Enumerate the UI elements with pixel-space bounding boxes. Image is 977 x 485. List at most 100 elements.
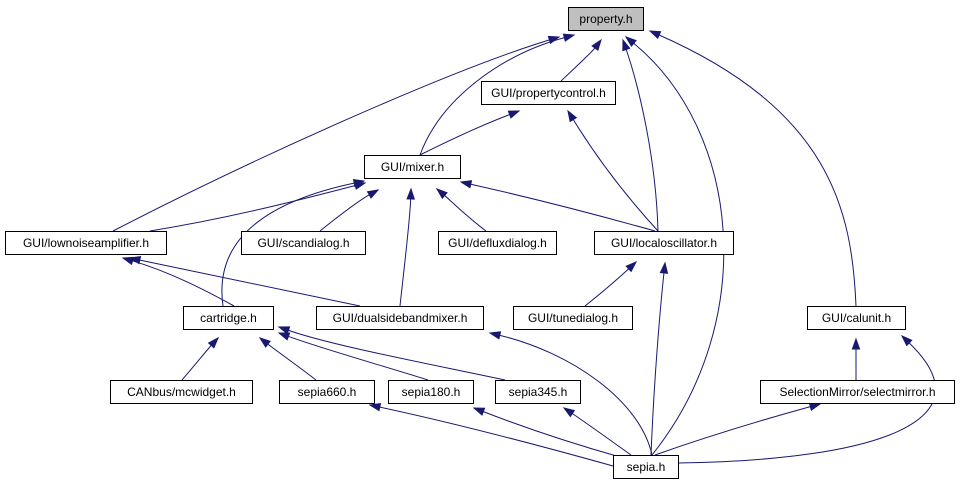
edge-sepia180-to-cartridge: [287, 335, 429, 381]
node-sepia180[interactable]: sepia180.h: [388, 380, 474, 404]
node-box-tunedialog[interactable]: [513, 306, 633, 330]
arrowhead-sepia-to-dualsidebandmixer: [488, 331, 502, 340]
arrowhead-defluxdialog-to-mixer: [435, 188, 448, 200]
node-label-lownoiseamplifier: GUI/lownoiseamplifier.h: [23, 236, 149, 250]
edge-sepia660-to-cartridge: [266, 343, 317, 381]
node-box-cartridge[interactable]: [183, 306, 274, 330]
node-label-dualsidebandmixer: GUI/dualsidebandmixer.h: [333, 311, 468, 325]
edge-sepia-to-localoscillator: [650, 271, 665, 456]
edge-scandialog-to-mixer: [319, 193, 371, 232]
edge-mixer-to-propertycontrol: [419, 113, 511, 156]
arrowhead-mixer-to-propertycontrol: [507, 110, 521, 119]
arrowhead-dualsidebandmixer-to-lownoiseamplifier: [128, 255, 142, 265]
edge-sepia-to-calunit: [677, 341, 936, 464]
node-box-sepia660[interactable]: [279, 380, 375, 404]
node-label-selectmirror: SelectionMirror/selectmirror.h: [779, 385, 935, 399]
node-box-sepia[interactable]: [613, 455, 679, 479]
arrowhead-localoscillator-to-property: [622, 38, 631, 52]
node-box-selectmirror[interactable]: [760, 380, 955, 404]
node-box-dualsidebandmixer[interactable]: [316, 306, 484, 330]
edge-sepia345-to-cartridge: [287, 329, 506, 381]
node-dualsidebandmixer[interactable]: GUI/dualsidebandmixer.h: [316, 306, 484, 330]
node-box-sepia180[interactable]: [388, 380, 474, 404]
edge-sepia-to-sepia345: [571, 412, 632, 456]
edge-sepia-to-property: [632, 42, 725, 456]
arrowhead-propertycontrol-to-property: [591, 38, 602, 51]
node-label-sepia345: sepia345.h: [509, 385, 568, 399]
node-tunedialog[interactable]: GUI/tunedialog.h: [513, 306, 633, 330]
node-defluxdialog[interactable]: GUI/defluxdialog.h: [438, 231, 557, 255]
edges-layer: [112, 30, 936, 467]
edge-localoscillator-to-mixer: [469, 183, 656, 232]
node-box-property[interactable]: [568, 7, 644, 31]
edge-mixer-to-property: [419, 36, 566, 156]
node-box-localoscillator[interactable]: [594, 231, 734, 255]
arrowhead-sepia-to-selectmirror: [808, 402, 822, 411]
node-sepia660[interactable]: sepia660.h: [279, 380, 375, 404]
node-box-lownoiseamplifier[interactable]: [5, 231, 167, 255]
edge-calunit-to-property: [658, 34, 857, 307]
arrowhead-sepia-to-sepia660: [368, 402, 382, 412]
node-sepia[interactable]: sepia.h: [613, 455, 679, 479]
arrowhead-tunedialog-to-localoscillator: [625, 260, 638, 273]
node-label-property: property.h: [579, 12, 632, 26]
arrowhead-lownoiseamplifier-to-property: [547, 35, 561, 45]
node-label-propertycontrol: GUI/propertycontrol.h: [491, 86, 606, 100]
node-label-cartridge: cartridge.h: [200, 311, 257, 325]
node-sepia345[interactable]: sepia345.h: [495, 380, 581, 404]
node-box-propertycontrol[interactable]: [481, 81, 616, 105]
arrowhead-sepia-to-sepia345: [562, 407, 576, 418]
node-property[interactable]: property.h: [568, 7, 644, 31]
arrowhead-dualsidebandmixer-to-mixer: [406, 187, 415, 200]
arrowhead-selectmirror-to-calunit: [851, 337, 861, 350]
edge-dualsidebandmixer-to-mixer: [399, 197, 412, 307]
node-label-sepia180: sepia180.h: [402, 385, 461, 399]
node-box-sepia345[interactable]: [495, 380, 581, 404]
edge-lownoiseamplifier-to-property: [112, 39, 551, 232]
edge-cartridge-to-lownoiseamplifier: [131, 260, 235, 307]
node-label-sepia: sepia.h: [627, 460, 666, 474]
edge-defluxdialog-to-mixer: [443, 194, 487, 232]
node-cartridge[interactable]: cartridge.h: [183, 306, 274, 330]
edge-sepia-to-sepia180: [482, 410, 621, 458]
node-propertycontrol[interactable]: GUI/propertycontrol.h: [481, 81, 616, 105]
node-lownoiseamplifier[interactable]: GUI/lownoiseamplifier.h: [5, 231, 167, 255]
node-selectmirror[interactable]: SelectionMirror/selectmirror.h: [760, 380, 955, 404]
edge-sepia-to-selectmirror: [654, 405, 812, 456]
arrowhead-sepia-to-property: [624, 36, 637, 47]
node-localoscillator[interactable]: GUI/localoscillator.h: [594, 231, 734, 255]
edge-localoscillator-to-property: [625, 48, 659, 232]
node-label-sepia660: sepia660.h: [298, 385, 357, 399]
node-label-mcwidget: CANbus/mcwidget.h: [127, 385, 236, 399]
arrowhead-sepia345-to-cartridge: [277, 326, 291, 335]
arrowhead-localoscillator-to-propertycontrol: [567, 109, 578, 123]
edge-tunedialog-to-localoscillator: [584, 267, 630, 307]
arrowhead-sepia-to-localoscillator: [659, 261, 669, 274]
node-box-mcwidget[interactable]: [110, 380, 253, 404]
edge-sepia-to-sepia660: [378, 406, 614, 467]
node-label-calunit: GUI/calunit.h: [822, 311, 891, 325]
node-calunit[interactable]: GUI/calunit.h: [807, 306, 906, 330]
node-label-mixer: GUI/mixer.h: [381, 160, 444, 174]
node-box-calunit[interactable]: [807, 306, 906, 330]
node-mixer[interactable]: GUI/mixer.h: [364, 155, 461, 179]
arrowhead-sepia-to-sepia180: [472, 407, 486, 416]
arrowhead-mcwidget-to-cartridge: [207, 336, 219, 349]
node-label-tunedialog: GUI/tunedialog.h: [528, 311, 618, 325]
edge-propertycontrol-to-property: [560, 46, 596, 82]
node-label-defluxdialog: GUI/defluxdialog.h: [448, 236, 547, 250]
edge-mcwidget-to-cartridge: [181, 344, 213, 381]
node-box-defluxdialog[interactable]: [438, 231, 557, 255]
node-scandialog[interactable]: GUI/scandialog.h: [241, 231, 366, 255]
edge-localoscillator-to-propertycontrol: [572, 118, 659, 232]
edge-lownoiseamplifier-to-mixer: [149, 184, 357, 232]
node-box-mixer[interactable]: [364, 155, 461, 179]
node-mcwidget[interactable]: CANbus/mcwidget.h: [110, 380, 253, 404]
arrowhead-sepia180-to-cartridge: [277, 332, 291, 341]
node-box-scandialog[interactable]: [241, 231, 366, 255]
edge-dualsidebandmixer-to-lownoiseamplifier: [138, 259, 361, 307]
edge-sepia-to-dualsidebandmixer: [498, 334, 653, 456]
arrowhead-sepia660-to-cartridge: [258, 337, 271, 348]
arrowhead-mixer-to-property: [562, 33, 576, 42]
